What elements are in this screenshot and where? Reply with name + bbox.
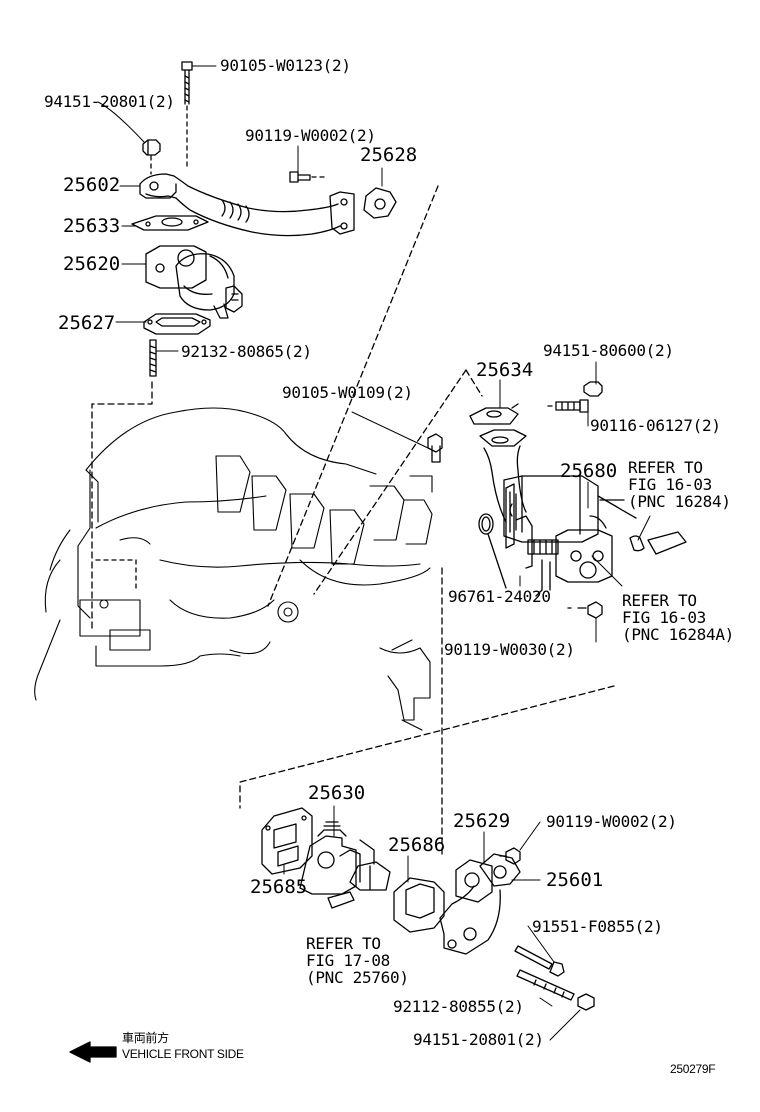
label-90105-w0109: 90105-W0109(2)	[282, 383, 413, 402]
label-94151-20801-bottom: 94151-20801(2)	[413, 1030, 544, 1049]
label-90105-w0123: 90105-W0123(2)	[220, 56, 351, 75]
gasket-25629	[455, 859, 493, 903]
hose-ref-25760	[327, 891, 355, 909]
stud-92132-80865	[149, 339, 157, 377]
bolt-91551-f0855	[514, 945, 565, 977]
label-25630: 25630	[308, 782, 366, 804]
label-25628: 25628	[360, 144, 418, 166]
gasket-25627	[143, 313, 211, 335]
refer-note-16284-line1: REFER TO	[628, 458, 703, 477]
nut-94151-80600	[583, 381, 603, 397]
label-25620: 25620	[63, 253, 121, 275]
label-25627: 25627	[58, 312, 116, 334]
coolant-hose-right	[629, 531, 687, 555]
bolt-90105-w0123	[181, 61, 193, 169]
label-92112-80855: 92112-80855(2)	[393, 997, 524, 1016]
refer-note-16284: REFER TO FIG 16-03 (PNC 16284)	[628, 459, 731, 510]
refer-note-25760-line1: REFER TO	[306, 934, 381, 953]
label-94151-80600: 94151-80600(2)	[543, 341, 674, 360]
refer-note-16284a-line3: (PNC 16284A)	[622, 625, 734, 644]
nut-94151-20801-top	[142, 139, 161, 175]
figure-code: 250279F	[670, 1062, 716, 1076]
label-90119-w0030: 90119-W0030(2)	[444, 640, 575, 659]
refer-note-25760-line3: (PNC 25760)	[306, 968, 409, 987]
refer-note-16284a-line2: FIG 16-03	[622, 608, 706, 627]
label-25633: 25633	[63, 215, 121, 237]
gasket-25628	[363, 187, 397, 219]
vehicle-front-label: VEHICLE FRONT SIDE	[122, 1047, 244, 1061]
dashed-link-left	[91, 381, 153, 629]
bolt-90105-w0109	[427, 433, 443, 463]
refer-note-25760: REFER TO FIG 17-08 (PNC 25760)	[306, 935, 409, 986]
label-25601: 25601	[546, 869, 604, 891]
leader-lines	[97, 65, 651, 1041]
refer-note-16284a-line1: REFER TO	[622, 591, 697, 610]
gasket-25686	[393, 877, 445, 933]
bolt-90119-w0030	[567, 601, 603, 619]
label-91551-f0855: 91551-F0855(2)	[532, 917, 663, 936]
egr-valve-25620	[145, 245, 243, 319]
bolt-90119-w0002-top	[289, 171, 329, 183]
gasket-25634	[469, 403, 519, 425]
label-96761-24020: 96761-24020	[448, 587, 551, 606]
arrow-left-icon	[69, 1041, 117, 1063]
label-25602: 25602	[63, 174, 121, 196]
label-90119-w0002-bottom: 90119-W0002(2)	[546, 812, 677, 831]
refer-note-16284a: REFER TO FIG 16-03 (PNC 16284A)	[622, 592, 734, 643]
label-25680: 25680	[560, 460, 618, 482]
egr-cooler-25680	[503, 475, 637, 597]
bolt-90116-06127	[547, 399, 589, 413]
dashed-link-mid	[313, 369, 467, 595]
label-25629: 25629	[453, 810, 511, 832]
dashed-link-diag	[267, 185, 439, 607]
intake-manifold-outline	[34, 407, 433, 731]
bolt-90119-w0002-bottom	[499, 847, 521, 865]
refer-note-16284-line3: (PNC 16284)	[628, 492, 731, 511]
egr-pipe-25601	[439, 853, 521, 955]
gasket-25633	[131, 215, 209, 231]
refer-note-25760-line2: FIG 17-08	[306, 951, 390, 970]
egr-cooler-pipe	[479, 429, 527, 523]
label-94151-20801-top: 94151-20801(2)	[44, 92, 175, 111]
nut-94151-20801-bottom	[577, 993, 595, 1011]
refer-note-16284-line2: FIG 16-03	[628, 475, 712, 494]
valve-25630	[299, 821, 391, 895]
label-25686: 25686	[388, 834, 446, 856]
label-90119-w0002-top: 90119-W0002(2)	[245, 126, 376, 145]
dashed-link-lower	[239, 685, 615, 809]
label-92132-80865: 92132-80865(2)	[181, 342, 312, 361]
label-25685: 25685	[250, 876, 308, 898]
stud-92112-80855	[516, 969, 575, 1001]
egr-pipe-25602	[139, 173, 355, 237]
label-25634: 25634	[476, 359, 534, 381]
vehicle-front-label-jp: 車両前方	[122, 1031, 169, 1045]
o-ring-96761-24020	[478, 513, 507, 589]
label-90116-06127: 90116-06127(2)	[590, 416, 721, 435]
gasket-25685	[261, 807, 313, 875]
dashed-link-lower-left	[95, 559, 137, 591]
